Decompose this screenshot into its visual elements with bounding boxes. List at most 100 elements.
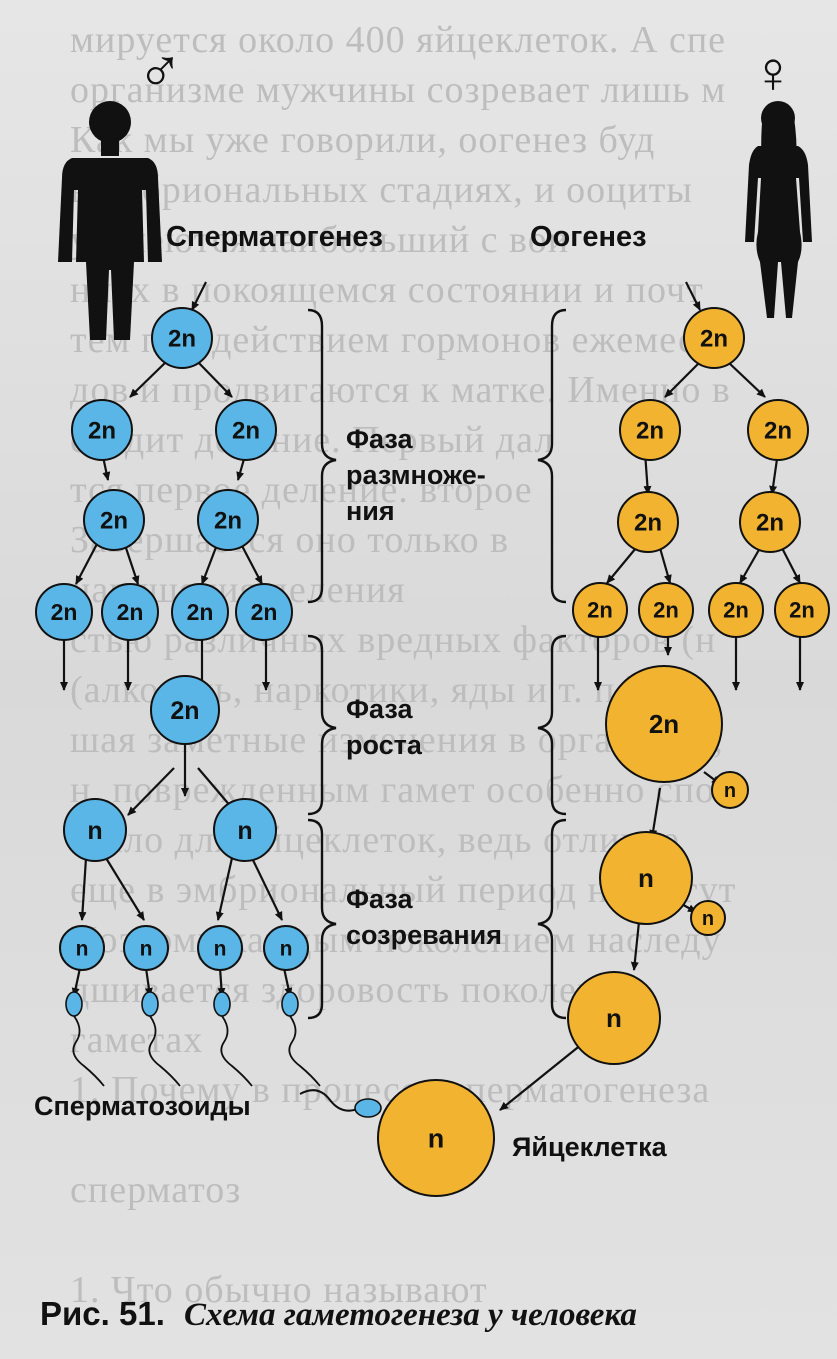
cell-ploidy-label: n bbox=[428, 1123, 445, 1153]
sperm-head bbox=[281, 991, 299, 1017]
background-text-line: н. поврежденным гамет особенно спо bbox=[70, 769, 716, 811]
cell-ploidy-label: 2n bbox=[168, 325, 196, 352]
sperm-lineage-cell: n bbox=[123, 925, 169, 971]
egg-lineage-cell: n bbox=[567, 971, 661, 1065]
sperm-lineage-cell: 2n bbox=[171, 583, 229, 641]
male-symbol: ♂ bbox=[137, 37, 184, 106]
cell-ploidy-label: 2n bbox=[187, 599, 214, 625]
cell-ploidy-label: n bbox=[606, 1003, 622, 1033]
sperm-lineage-cell: 2n bbox=[71, 399, 133, 461]
cell-circle bbox=[708, 582, 764, 638]
sperm-lineage-cell: n bbox=[63, 798, 127, 862]
egg-lineage-cell: 2n bbox=[683, 307, 745, 369]
background-text-line: мируется около 400 яйцеклеток. А спе bbox=[70, 19, 727, 61]
cell-circle bbox=[59, 925, 105, 971]
sperm-tail bbox=[220, 1015, 253, 1087]
cell-ploidy-label: 2n bbox=[100, 507, 128, 534]
sperm-lineage-cell: 2n bbox=[83, 489, 145, 551]
egg-lineage-cell: 2n bbox=[708, 582, 764, 638]
cell-ploidy-label: 2n bbox=[170, 697, 199, 725]
cell-circle bbox=[599, 831, 693, 925]
cell-ploidy-label: 2n bbox=[756, 509, 784, 536]
sperm-lineage-cell: 2n bbox=[197, 489, 259, 551]
cell-circle bbox=[617, 491, 679, 553]
sperm-head bbox=[213, 991, 231, 1017]
cell-circle bbox=[213, 798, 277, 862]
egg-lineage-cell: 2n bbox=[638, 582, 694, 638]
cell-ploidy-label: n bbox=[76, 937, 89, 960]
background-text-line: Как мы уже говорили, оогенез буд bbox=[70, 119, 656, 161]
cell-circle bbox=[377, 1079, 495, 1197]
male-silhouette-icon bbox=[58, 101, 162, 340]
phase-braces-right bbox=[537, 308, 567, 1020]
cell-circle bbox=[263, 925, 309, 971]
cell-ploidy-label: 2n bbox=[214, 507, 242, 534]
cell-circle bbox=[35, 583, 93, 641]
egg-lineage-cell: 2n bbox=[619, 399, 681, 461]
sperm-icon bbox=[141, 991, 181, 1087]
sperm-lineage-cell: n bbox=[263, 925, 309, 971]
cell-ploidy-label: 2n bbox=[117, 599, 144, 625]
svg-text:роста: роста bbox=[346, 730, 423, 760]
background-text-line: гаметах bbox=[70, 1019, 204, 1061]
background-text-line: дов и продвигаются к матке. Именно в bbox=[70, 369, 731, 411]
svg-text:Фаза: Фаза bbox=[346, 884, 413, 914]
sperm-lineage-cell: 2n bbox=[101, 583, 159, 641]
egg-lineage-cell: n bbox=[599, 831, 693, 925]
cell-ploidy-label: n bbox=[280, 937, 293, 960]
cell-circle bbox=[151, 307, 213, 369]
background-text-line: сперматоз bbox=[70, 1169, 242, 1211]
egg-lineage-cell: 2n bbox=[774, 582, 830, 638]
sperm-icon bbox=[299, 1089, 382, 1118]
cell-ploidy-label: 2n bbox=[232, 417, 260, 444]
cell-ploidy-label: 2n bbox=[251, 599, 278, 625]
cell-circle bbox=[83, 489, 145, 551]
sperm-head bbox=[141, 991, 159, 1017]
phase-reproduction-label: Фаза размноже- ния bbox=[346, 424, 486, 526]
egg-lineage-cell: n bbox=[711, 771, 749, 809]
cell-ploidy-label: n bbox=[214, 937, 227, 960]
svg-text:ния: ния bbox=[346, 496, 395, 526]
cell-circle bbox=[71, 399, 133, 461]
cell-ploidy-label: 2n bbox=[587, 598, 613, 623]
cell-ploidy-label: 2n bbox=[649, 709, 679, 739]
phase-maturation-label: Фаза созревания bbox=[346, 884, 502, 950]
sperm-lineage-cell: n bbox=[59, 925, 105, 971]
cell-ploidy-label: n bbox=[702, 908, 714, 930]
background-text-line: тся первое деление. второе bbox=[70, 469, 533, 511]
svg-text:размноже-: размноже- bbox=[346, 460, 486, 490]
cell-ploidy-label: n bbox=[638, 863, 654, 893]
cell-circle bbox=[572, 582, 628, 638]
cell-circle bbox=[171, 583, 229, 641]
cell-ploidy-label: 2n bbox=[88, 417, 116, 444]
cell-circle bbox=[683, 307, 745, 369]
svg-text:Фаза: Фаза bbox=[346, 694, 413, 724]
sperm-lineage-cell: n bbox=[213, 798, 277, 862]
cell-circle bbox=[711, 771, 749, 809]
cell-circle bbox=[101, 583, 159, 641]
cell-circle bbox=[63, 798, 127, 862]
sperm-tail bbox=[288, 1015, 321, 1087]
sperm-lineage-cell: 2n bbox=[235, 583, 293, 641]
background-text-line: ниях в покоящемся состоянии и почт bbox=[70, 269, 704, 311]
cell-circle bbox=[638, 582, 694, 638]
figure-caption: Рис. 51. Схема гаметогенеза у человека bbox=[40, 1295, 637, 1333]
cell-circle bbox=[235, 583, 293, 641]
caption-text: Схема гаметогенеза у человека bbox=[184, 1297, 637, 1333]
sperm-tail bbox=[148, 1015, 181, 1087]
background-text-line: организме мужчины созревает лишь м bbox=[70, 69, 727, 111]
cell-ploidy-label: n bbox=[87, 817, 102, 845]
cell-circle bbox=[619, 399, 681, 461]
sperm-icon bbox=[281, 991, 321, 1087]
oogenesis-title: Оогенез bbox=[530, 221, 647, 253]
cell-ploidy-label: n bbox=[724, 780, 736, 802]
sperm-icon bbox=[65, 991, 105, 1087]
egg-lineage-cell: 2n bbox=[617, 491, 679, 553]
cell-circle bbox=[605, 665, 723, 783]
background-text-line: 1. Что обычно называют bbox=[70, 1269, 488, 1311]
cell-circle bbox=[197, 489, 259, 551]
cell-ploidy-label: n bbox=[237, 817, 252, 845]
cell-circle bbox=[739, 491, 801, 553]
